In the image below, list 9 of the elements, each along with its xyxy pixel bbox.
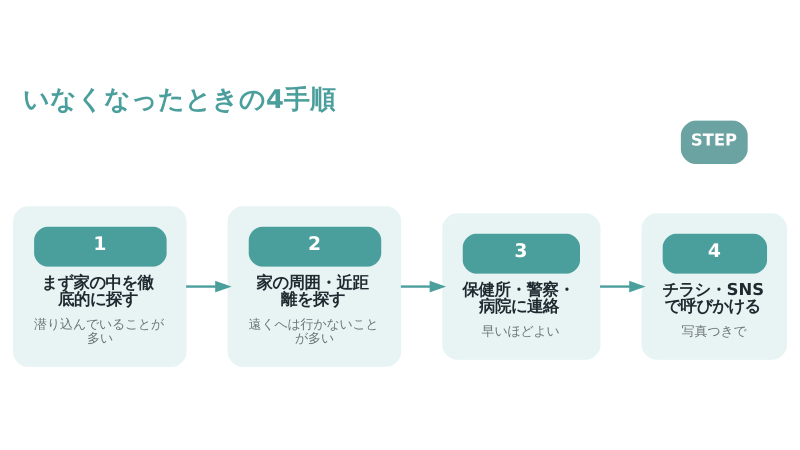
arrow — [400, 280, 446, 292]
arrow — [600, 280, 646, 292]
node-box: 2 家の周囲・近距離を探す 遠くへは行かないことが多い — [228, 206, 402, 367]
node-box: 3 保健所・警察・病院に連絡 早いほどよい — [442, 213, 601, 360]
node-box: 4 チラシ・SNSで呼びかける 写真つきで — [642, 213, 787, 360]
diagram-title: いなくなったときの4手順 — [22, 84, 336, 115]
label: STEP — [690, 130, 738, 150]
arrow — [186, 280, 232, 292]
node-box: 1 まず家の中を徹底的に探す 潜り込んでいることが多い — [13, 206, 187, 367]
